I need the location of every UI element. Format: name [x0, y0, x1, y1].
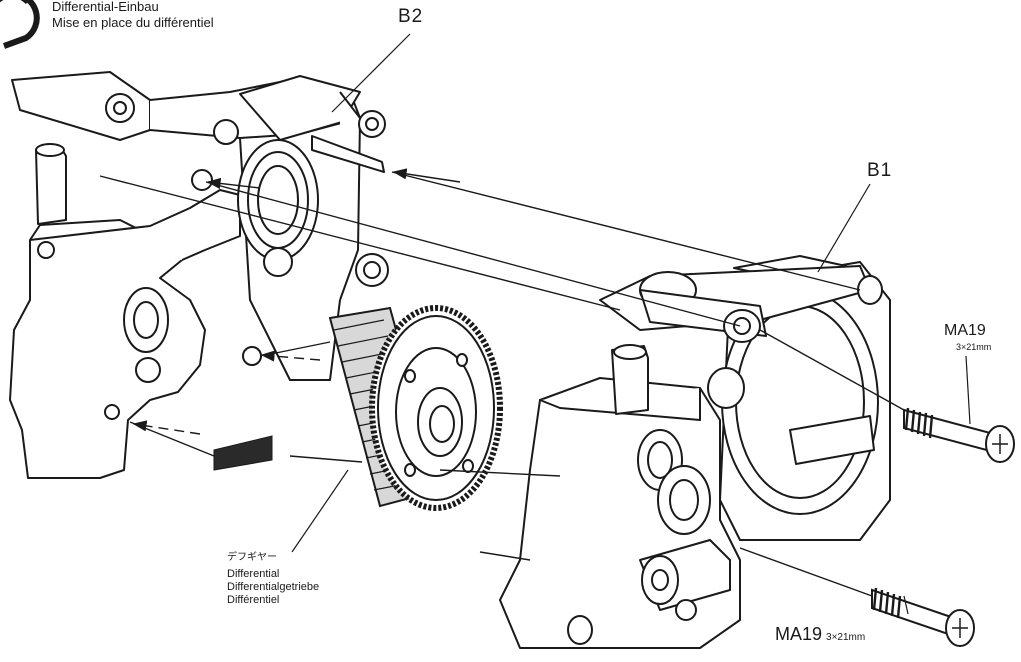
leader-lines: [291, 33, 971, 615]
differential-label-de: Differentialgetriebe: [227, 581, 320, 593]
part-label-b1: B1: [867, 160, 893, 181]
step-title-line-de: Differential-Einbau: [52, 0, 159, 14]
screw-lower: [871, 587, 975, 647]
screw-small: [213, 435, 273, 471]
differential-label: デフギヤー Differential Differentialgetriebe …: [227, 552, 319, 607]
part-label-b2: B2: [398, 6, 424, 27]
differential-label-jp: デフギヤー: [227, 552, 277, 563]
step-title-line-fr: Mise en place du différentiel: [52, 15, 214, 30]
differential-label-en: Differential: [227, 568, 280, 580]
screw-upper: [903, 407, 1015, 463]
alignment-lines: [99, 171, 905, 597]
step-title: Differential-Einbau Mise en place du dif…: [52, 0, 214, 32]
step-number-badge: [0, 0, 40, 49]
differential-label-fr: Différentiel: [227, 594, 280, 606]
housing-b2: [9, 71, 389, 479]
differential-gear: [328, 305, 503, 511]
screw-lower-size: 3×21mm: [826, 632, 866, 643]
arrows: [132, 168, 461, 435]
screw-lower-code: MA19: [775, 624, 823, 644]
screw-upper-size: 3×21mm: [956, 342, 992, 352]
screw-upper-code: MA19: [944, 322, 986, 339]
housing-b1: [499, 255, 891, 649]
